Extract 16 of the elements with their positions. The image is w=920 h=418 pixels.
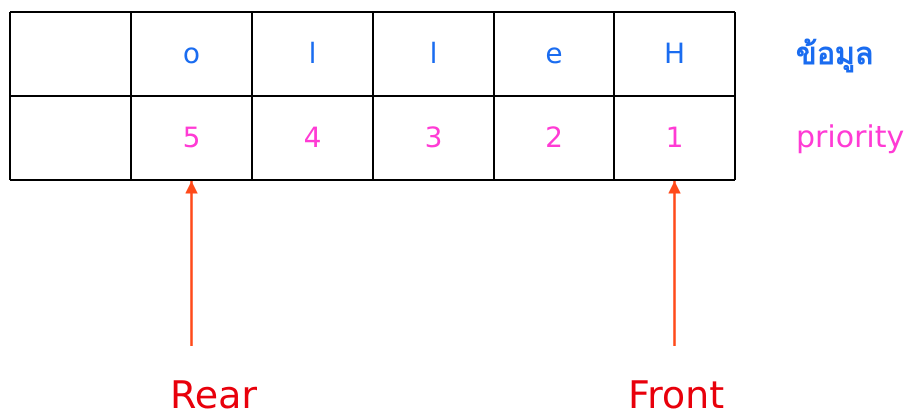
- data-letter: o: [182, 40, 200, 68]
- arrow: [668, 181, 681, 346]
- priority-number: 4: [304, 124, 322, 152]
- pointer-label: Front: [628, 376, 724, 414]
- data-letter: H: [664, 40, 686, 68]
- priority-number: 3: [424, 124, 442, 152]
- row-heading: ข้อมูล: [796, 40, 873, 70]
- data-letter: e: [545, 40, 563, 68]
- row-heading: priority: [796, 123, 904, 153]
- priority-number: 2: [545, 124, 563, 152]
- pointer-label: Rear: [170, 376, 257, 414]
- priority-number: 1: [666, 124, 684, 152]
- arrow: [185, 181, 198, 346]
- data-letter: l: [430, 40, 438, 68]
- data-letter: l: [308, 40, 316, 68]
- priority-number: 5: [182, 124, 200, 152]
